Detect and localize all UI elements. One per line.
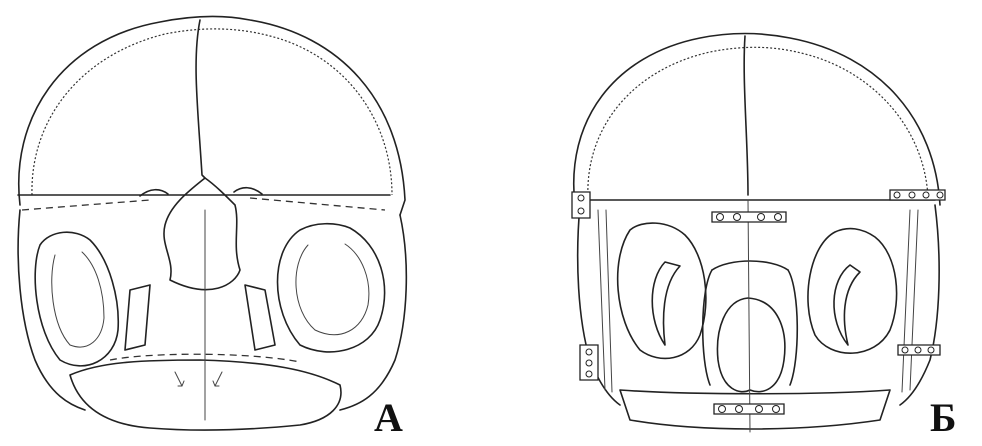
panel-b-inner-outline: [588, 47, 928, 198]
panel-a-right-lateral-wall: [340, 215, 406, 410]
panel-b-central-top: [712, 261, 788, 270]
panel-a-left-column: [125, 285, 150, 350]
panel-b-skull-drawing: [572, 34, 945, 433]
panel-a-skull-drawing: [18, 16, 406, 430]
panel-b-cranial-outline: [574, 34, 940, 206]
panel-a-curved-arrow-right: [234, 188, 262, 194]
panel-a-inner-outline: [32, 29, 392, 195]
panel-a-sagittal-suture: [196, 20, 205, 178]
panel-a-left-orbit-inner: [52, 252, 104, 347]
panel-b-right-orbit: [808, 229, 897, 354]
panel-a-left-orbit: [35, 232, 118, 366]
panel-a-osteotomy-line: [22, 198, 385, 210]
panel-b-label: Б: [930, 398, 956, 438]
panel-a-right-column: [245, 285, 275, 350]
panel-b-plate-maxilla: [714, 404, 784, 414]
panel-a-right-orbit-inner: [296, 244, 369, 335]
panel-b-side-lines-left: [598, 210, 612, 392]
panel-a-cranial-outline: [19, 16, 405, 215]
panel-b-plate-lower-left: [580, 345, 598, 380]
panel-a-label: А: [374, 398, 403, 438]
panel-a-small-arrow-2: [213, 372, 222, 386]
panel-b-sagittal-suture: [744, 36, 748, 195]
panel-b-right-orbit-crescent: [834, 265, 860, 345]
panel-a-left-lateral-wall: [18, 210, 85, 410]
panel-b-plate-upper-left: [572, 192, 590, 218]
panel-b-nasal-aperture: [717, 298, 784, 392]
panel-b-plate-upper-right: [890, 190, 945, 200]
panel-b-plate-frontal: [712, 212, 786, 222]
panel-b-side-lines-right: [902, 210, 918, 392]
panel-b-left-orbit-crescent: [652, 262, 680, 345]
panel-b-plate-lower-right: [898, 345, 940, 355]
panel-a-small-arrow-1: [175, 372, 184, 386]
panel-b-midline: [748, 200, 750, 432]
